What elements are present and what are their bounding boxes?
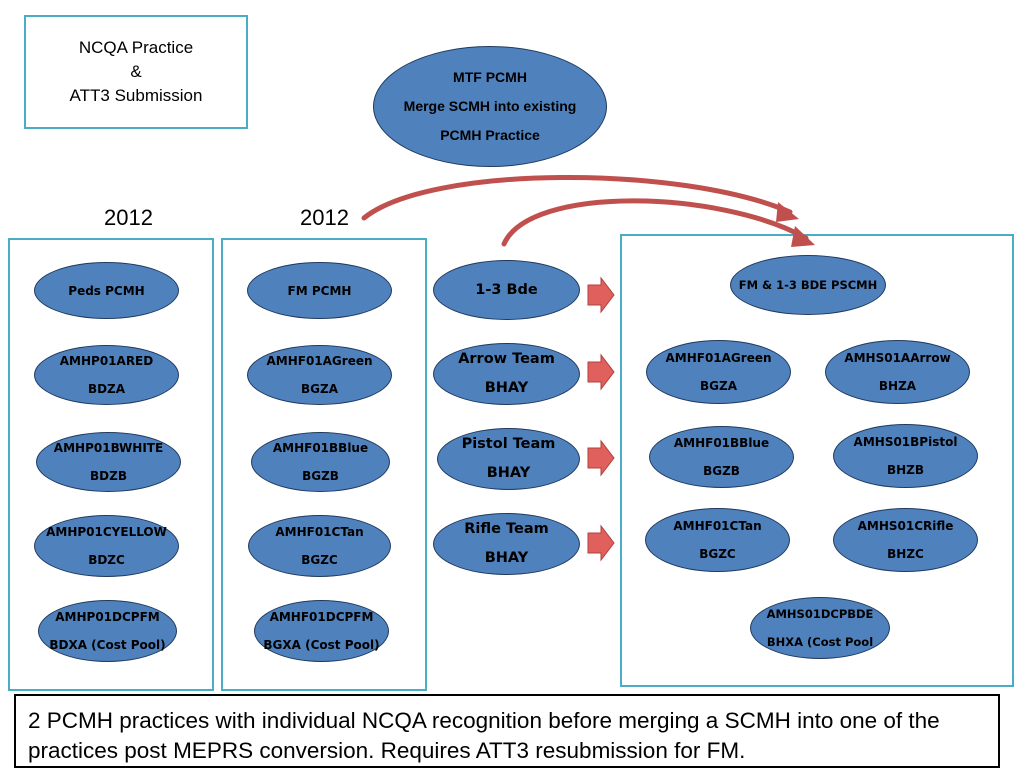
fm-unit-c-sub: BGZC [301, 553, 338, 567]
fm-unit-oval-b: AMHF01BBlue BGZB [251, 432, 390, 492]
merged-fm-oval-a: AMHF01AGreen BGZA [646, 340, 791, 404]
mtf-pcmh-oval: MTF PCMH Merge SCMH into existing PCMH P… [373, 46, 607, 167]
mtf-pcmh-line-3: PCMH Practice [440, 127, 540, 143]
title-line-2: & [130, 62, 142, 81]
arrow-team-label: Arrow Team [458, 351, 555, 367]
right-arrow-3 [587, 439, 615, 477]
merged-bde-b-code: AMHS01BPistol [853, 435, 958, 449]
right-arrow-1 [587, 276, 615, 314]
curved-arrow-fm-head [776, 202, 799, 222]
curved-arrow-fm [361, 175, 793, 221]
fm-unit-b-sub: BGZB [302, 469, 339, 483]
right-arrow-2 [587, 353, 615, 391]
fm-cost-pool-code: AMHF01DCPFM [269, 610, 374, 624]
merged-header-label: FM & 1-3 BDE PSCMH [738, 278, 878, 292]
curved-arrow-bde [501, 198, 809, 247]
title-line-3: ATT3 Submission [69, 86, 203, 105]
year-label-middle: 2012 [300, 205, 349, 230]
merged-bde-b-sub: BHZB [886, 463, 925, 477]
mtf-pcmh-line-2: Merge SCMH into existing [403, 98, 577, 114]
merged-bde-c-sub: BHZC [887, 547, 924, 561]
merged-bde-oval-a: AMHS01AArrow BHZA [825, 340, 970, 404]
merged-bde-oval-b: AMHS01BPistol BHZB [833, 424, 978, 488]
peds-unit-c-code: AMHP01CYELLOW [46, 525, 167, 539]
year-label-left: 2012 [104, 205, 153, 230]
fm-unit-oval-c: AMHF01CTan BGZC [248, 515, 391, 577]
title-box: NCQA Practice & ATT3 Submission [24, 15, 248, 129]
curved-arrow-bde-head [791, 226, 815, 247]
merged-fm-oval-b: AMHF01BBlue BGZB [649, 426, 794, 488]
mtf-pcmh-line-1: MTF PCMH [453, 69, 527, 85]
fm-unit-a-sub: BGZA [301, 382, 338, 396]
fm-unit-b-code: AMHF01BBlue [272, 441, 369, 455]
peds-cost-pool-code: AMHP01DCPFM [55, 610, 160, 624]
peds-pcmh-oval: Peds PCMH [34, 262, 179, 319]
merged-cost-pool-oval: AMHS01DCPBDE BHXA (Cost Pool [750, 597, 890, 659]
merged-fm-oval-c: AMHF01CTan BGZC [645, 508, 790, 572]
fm-cost-pool-sub: BGXA (Cost Pool) [263, 638, 380, 652]
arrow-team-code: BHAY [484, 380, 529, 396]
fm-unit-c-code: AMHF01CTan [275, 525, 364, 539]
pistol-team-label: Pistol Team [461, 436, 556, 452]
peds-cost-pool-oval: AMHP01DCPFM BDXA (Cost Pool) [38, 600, 177, 662]
rifle-team-code: BHAY [484, 550, 529, 566]
peds-unit-b-sub: BDZB [90, 469, 127, 483]
peds-cost-pool-sub: BDXA (Cost Pool) [49, 638, 166, 652]
merged-fm-a-code: AMHF01AGreen [665, 351, 772, 365]
peds-unit-oval-b: AMHP01BWHITE BDZB [36, 432, 181, 492]
fm-pcmh-oval: FM PCMH [247, 262, 392, 319]
rifle-team-label: Rifle Team [464, 521, 549, 537]
footer-note: 2 PCMH practices with individual NCQA re… [14, 694, 1000, 768]
merged-cost-pool-sub: BHXA (Cost Pool [766, 635, 874, 649]
right-arrow-4 [587, 524, 615, 562]
merged-fm-a-sub: BGZA [700, 379, 737, 393]
merged-bde-a-sub: BHZA [878, 379, 917, 393]
merged-bde-oval-c: AMHS01CRifle BHZC [833, 508, 978, 572]
peds-pcmh-label: Peds PCMH [68, 283, 145, 298]
merged-header-oval: FM & 1-3 BDE PSCMH [730, 255, 886, 315]
peds-unit-a-sub: BDZA [87, 382, 126, 396]
merged-cost-pool-code: AMHS01DCPBDE [766, 607, 874, 621]
fm-cost-pool-oval: AMHF01DCPFM BGXA (Cost Pool) [254, 600, 389, 662]
arrow-team-oval: Arrow Team BHAY [433, 343, 580, 405]
peds-unit-oval-c: AMHP01CYELLOW BDZC [34, 515, 179, 577]
fm-unit-oval-a: AMHF01AGreen BGZA [247, 345, 392, 405]
merged-fm-b-sub: BGZB [703, 464, 740, 478]
rifle-team-oval: Rifle Team BHAY [433, 513, 580, 575]
merged-bde-a-code: AMHS01AArrow [844, 351, 951, 365]
peds-unit-oval-a: AMHP01ARED BDZA [34, 345, 179, 405]
peds-unit-c-sub: BDZC [88, 553, 125, 567]
fm-unit-a-code: AMHF01AGreen [266, 354, 373, 368]
bde-oval: 1-3 Bde [433, 260, 580, 320]
merged-fm-b-code: AMHF01BBlue [673, 436, 770, 450]
pistol-team-code: BHAY [486, 465, 531, 481]
bde-label: 1-3 Bde [475, 281, 538, 298]
merged-fm-c-code: AMHF01CTan [673, 519, 762, 533]
peds-unit-a-code: AMHP01ARED [59, 354, 154, 368]
merged-fm-c-sub: BGZC [699, 547, 736, 561]
peds-unit-b-code: AMHP01BWHITE [53, 441, 164, 455]
merged-bde-c-code: AMHS01CRifle [857, 519, 954, 533]
pistol-team-oval: Pistol Team BHAY [437, 428, 580, 490]
title-line-1: NCQA Practice [78, 38, 194, 57]
fm-pcmh-label: FM PCMH [287, 283, 352, 298]
